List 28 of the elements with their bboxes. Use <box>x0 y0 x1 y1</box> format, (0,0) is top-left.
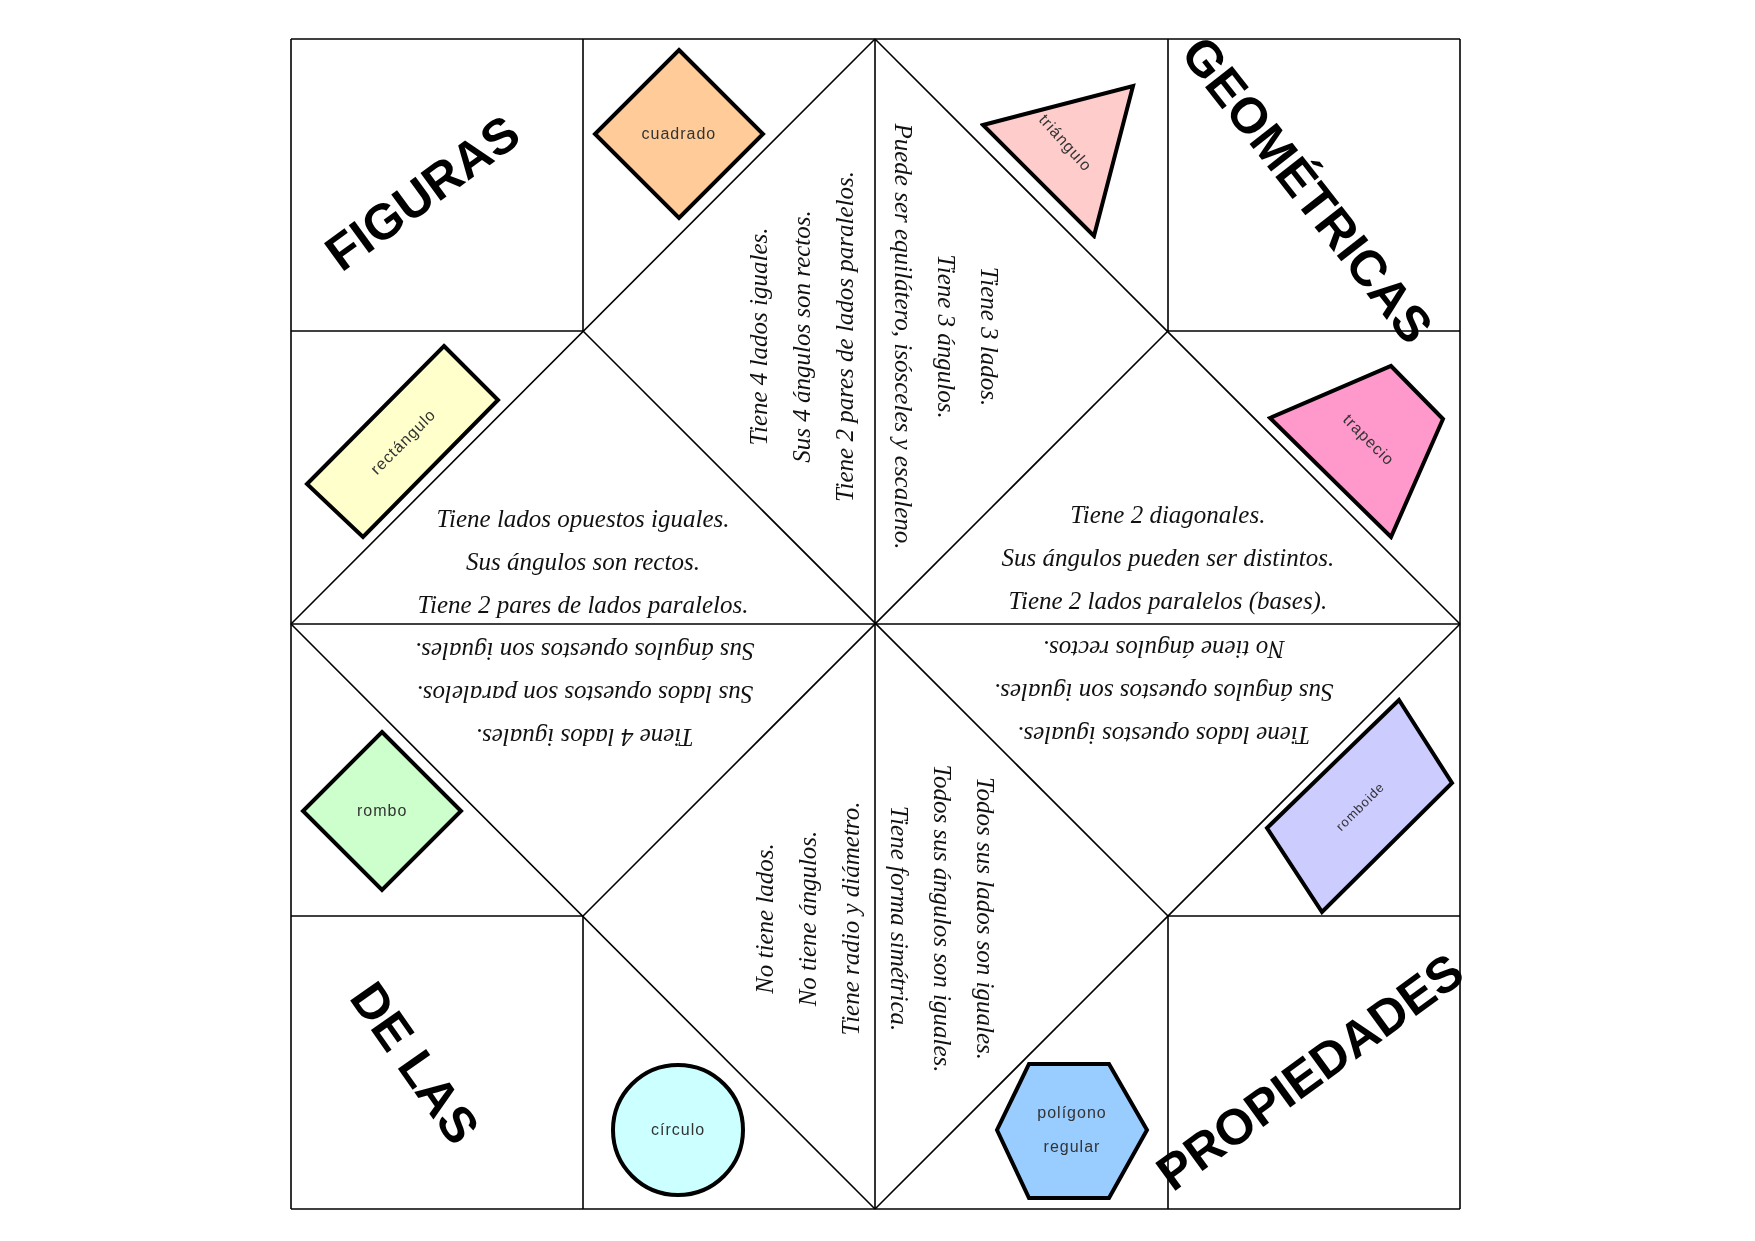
property-text: Tiene 2 lados paralelos (bases). <box>1007 585 1329 617</box>
property-text: Tiene forma simétrica. <box>884 804 914 1033</box>
property-text: Tiene 3 ángulos. <box>931 252 961 421</box>
property-text: Puede ser equilátero, isósceles y escaleno. <box>888 123 918 549</box>
property-text: Tiene 2 pares de lados paralelos. <box>829 170 859 502</box>
property-text: Tiene 2 pares de lados paralelos. <box>417 589 749 620</box>
shape-label: círculo <box>651 1121 706 1139</box>
property-text: No tiene ángulos. <box>793 829 823 1009</box>
property-text: Tiene 2 diagonales. <box>1069 499 1267 530</box>
shape-label: cuadrado <box>641 125 717 143</box>
property-text: No tiene lados. <box>750 841 780 996</box>
property-text: Tiene 4 lados iguales. <box>743 226 773 448</box>
property-text: Sus ángulos pueden ser distintos. <box>1001 542 1335 573</box>
property-text: Sus ángulos son rectos. <box>465 546 701 577</box>
property-text: Tiene lados opuestos iguales. <box>435 503 731 534</box>
property-text: Sus ángulos opuestos son iguales. <box>415 636 755 667</box>
property-text: Sus lados opuestos son paralelos. <box>415 679 755 710</box>
property-text: Sus 4 ángulos son rectos. <box>786 208 816 465</box>
property-text: Tiene 3 lados. <box>974 265 1004 408</box>
shape-label: polígono regular <box>1036 1103 1108 1157</box>
property-text: Todos sus ángulos son iguales. <box>927 763 957 1073</box>
property-text: Tiene 4 lados iguales. <box>474 722 695 753</box>
property-text: Todos sus lados son iguales. <box>970 775 1000 1062</box>
property-text: Tiene radio y diámetro. <box>836 801 866 1035</box>
property-text: Tiene lados opuestos iguales. <box>1016 720 1312 751</box>
property-text: No tiene ángulos rectos. <box>1041 634 1286 665</box>
shape-label: rombo <box>357 802 408 820</box>
property-text: Sus ángulos opuestos son iguales. <box>994 677 1334 708</box>
